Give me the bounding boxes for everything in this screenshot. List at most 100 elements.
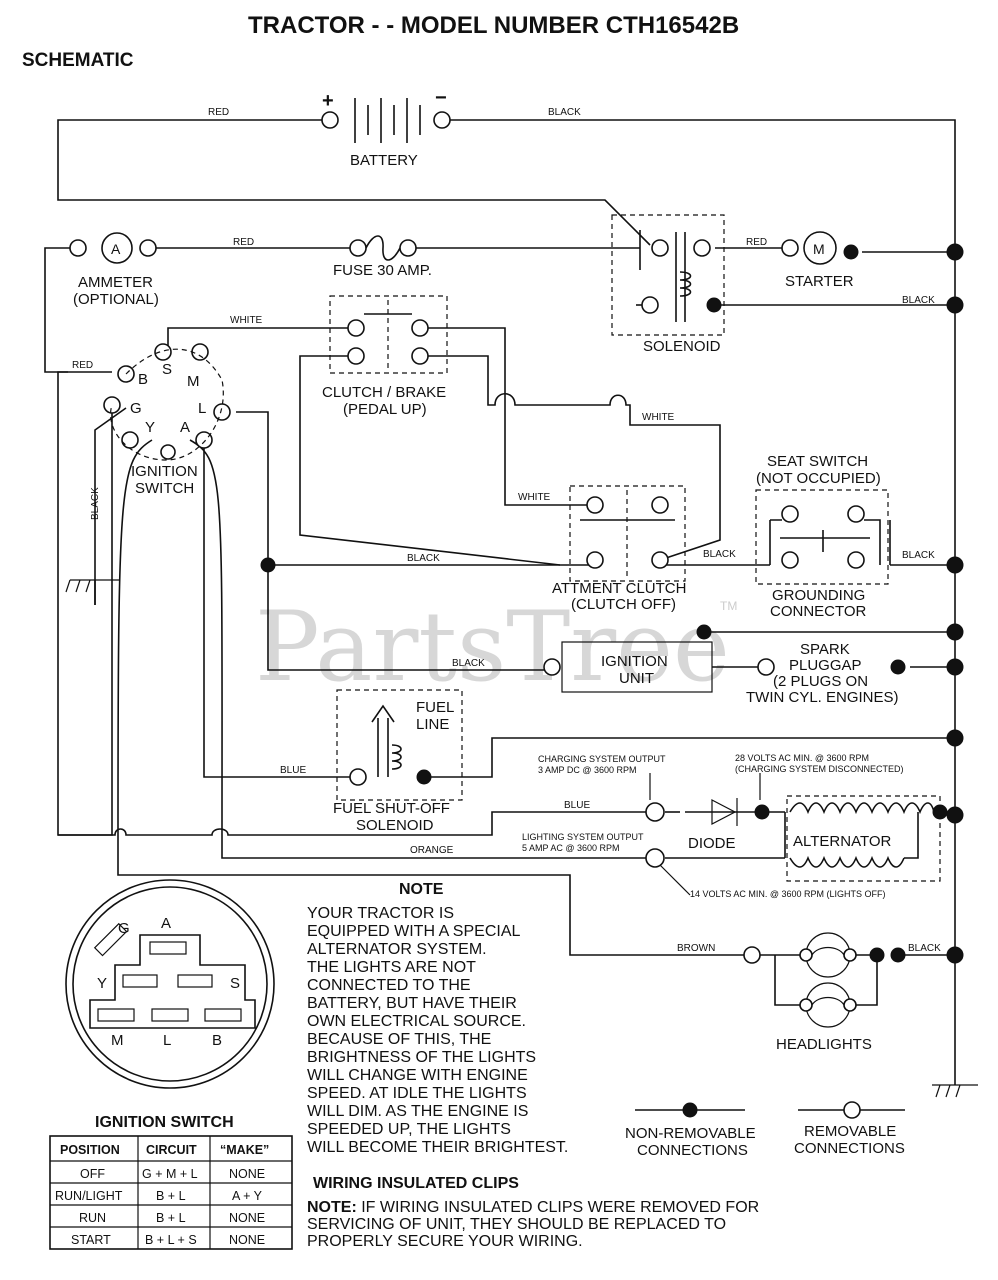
wire-black-vertical: BLACK [90, 487, 101, 520]
dashed-enclosures [329, 214, 941, 882]
ignition-switch-label: IGNITION [131, 463, 198, 480]
note-line: CONNECTED TO THE [307, 977, 471, 994]
watermark: PartsTree [255, 591, 730, 703]
table-header-position: POSITION [60, 1143, 120, 1157]
starter-label: STARTER [785, 273, 854, 290]
battery-plus: + [322, 90, 334, 112]
clips-note-line: SERVICING OF UNIT, THEY SHOULD BE REPLAC… [307, 1216, 726, 1233]
pin-y: Y [145, 419, 155, 436]
headlights: HEADLIGHTS [743, 932, 906, 1053]
wire-blue-fuel: BLUE [280, 765, 306, 776]
spark-note-1: (2 PLUGS ON [773, 673, 868, 690]
table-cell: RUN/LIGHT [55, 1189, 123, 1203]
wire-black-solenoid: BLACK [902, 295, 935, 306]
note-line: YOUR TRACTOR IS [307, 905, 454, 922]
fuel-solenoid-label: FUEL SHUT-OFF [333, 800, 450, 817]
table-cell: G + M + L [142, 1167, 198, 1181]
fuse: FUSE 30 AMP. [333, 235, 432, 279]
wire-black-headlight: BLACK [908, 943, 941, 954]
fuel-line-label: FUEL [416, 699, 454, 716]
pin-b: B [138, 371, 148, 388]
battery-terminal-positive [321, 111, 339, 129]
clutch-brake-switch: CLUTCH / BRAKE (PEDAL UP) [322, 300, 446, 418]
wire-white-attachment: WHITE [518, 492, 551, 503]
note-line: SPEED. AT IDLE THE LIGHTS [307, 1085, 527, 1102]
table-header-make: “MAKE” [220, 1143, 269, 1157]
face-l: L [163, 1032, 171, 1049]
spark-note-2: TWIN CYL. ENGINES) [746, 689, 899, 706]
pin-s: S [162, 361, 172, 378]
clips-note: WIRING INSULATED CLIPS NOTE: IF WIRING I… [307, 1175, 759, 1250]
lighting-output-spec: 5 AMP AC @ 3600 RPM [522, 843, 620, 853]
wire-red-ammeter: RED [233, 237, 254, 248]
ammeter-symbol: A [111, 241, 121, 257]
table-caption: IGNITION SWITCH [95, 1114, 234, 1131]
starter-symbol: M [813, 241, 825, 257]
table-cell: NONE [229, 1211, 265, 1225]
ignition-connector-face: G A Y S M L B [65, 879, 275, 1089]
attachment-clutch-sublabel: (CLUTCH OFF) [571, 596, 676, 613]
table-cell: B + L + S [145, 1233, 197, 1247]
spark-pluggap-label: PLUGGAP [789, 657, 862, 674]
note-line: EQUIPPED WITH A SPECIAL [307, 923, 520, 940]
clips-note-line: NOTE: IF WIRING INSULATED CLIPS WERE REM… [307, 1199, 759, 1216]
legend-nonremovable-sub: CONNECTIONS [637, 1142, 748, 1159]
wire-red-switch: RED [72, 360, 93, 371]
ammeter: A AMMETER (OPTIONAL) [69, 232, 159, 308]
clutch-brake-sublabel: (PEDAL UP) [343, 401, 427, 418]
wire-red-top: RED [208, 107, 229, 118]
battery-minus: − [435, 87, 447, 109]
table-cell: NONE [229, 1167, 265, 1181]
fuel-line-sublabel: LINE [416, 716, 449, 733]
wire-brown: BROWN [677, 943, 715, 954]
face-g: G [118, 920, 130, 937]
note-line: WILL DIM. AS THE ENGINE IS [307, 1103, 528, 1120]
attachment-clutch-label: ATTMENT CLUTCH [552, 580, 686, 597]
face-s: S [230, 975, 240, 992]
battery-label: BATTERY [350, 152, 418, 169]
seat-switch: SEAT SWITCH (NOT OCCUPIED) GROUNDING CON… [756, 453, 881, 620]
seat-switch-sublabel: (NOT OCCUPIED) [756, 470, 881, 487]
battery-terminal-negative [433, 111, 451, 129]
wire-black-attachment: BLACK [703, 549, 736, 560]
ignition-switch-sublabel: SWITCH [135, 480, 194, 497]
note-line: OWN ELECTRICAL SOURCE. [307, 1013, 526, 1030]
volts28-sublabel: (CHARGING SYSTEM DISCONNECTED) [735, 764, 904, 774]
page-subtitle: SCHEMATIC [22, 50, 134, 71]
clips-note-label: NOTE: [307, 1199, 357, 1216]
table-header-circuit: CIRCUIT [146, 1143, 197, 1157]
clips-note-text: IF WIRING INSULATED CLIPS WERE REMOVED F… [357, 1199, 759, 1216]
face-b: B [212, 1032, 222, 1049]
lighting-output-label: LIGHTING SYSTEM OUTPUT [522, 832, 644, 842]
wire-blue-charge: BLUE [564, 800, 590, 811]
charging-system: CHARGING SYSTEM OUTPUT 3 AMP DC @ 3600 R… [522, 753, 904, 899]
face-y: Y [97, 975, 107, 992]
watermark-tm: TM [720, 599, 737, 613]
note-heading: NOTE [399, 881, 444, 898]
starter: M STARTER [781, 231, 859, 290]
fuel-solenoid-sublabel: SOLENOID [356, 817, 434, 834]
wiring [44, 119, 978, 1098]
solenoid: SOLENOID [641, 232, 722, 355]
spark-label: SPARK [800, 641, 850, 658]
table-cell: NONE [229, 1233, 265, 1247]
clutch-brake-label: CLUTCH / BRAKE [322, 384, 446, 401]
clips-heading: WIRING INSULATED CLIPS [313, 1175, 519, 1192]
grounding-connector-label: GROUNDING [772, 587, 865, 604]
note-line: WILL BECOME THEIR BRIGHTEST. [307, 1139, 568, 1156]
charging-output-spec: 3 AMP DC @ 3600 RPM [538, 765, 637, 775]
wire-white-clutch: WHITE [642, 412, 675, 423]
pin-g: G [130, 400, 142, 417]
note-line: WILL CHANGE WITH ENGINE [307, 1067, 528, 1084]
wire-black-ignition: BLACK [452, 658, 485, 669]
table-cell: A + Y [232, 1189, 263, 1203]
note-line: SPEEDED UP, THE LIGHTS [307, 1121, 511, 1138]
alternator-label: ALTERNATOR [793, 833, 892, 850]
face-m: M [111, 1032, 124, 1049]
wire-black-main: BLACK [407, 553, 440, 564]
wire-labels: RED BLACK RED RED BLACK WHITE RED BLACK … [72, 107, 941, 954]
spark-plug: SPARK PLUGGAP (2 PLUGS ON TWIN CYL. ENGI… [746, 641, 906, 706]
wire-black-top: BLACK [548, 107, 581, 118]
table-cell: OFF [80, 1167, 105, 1181]
note-block: NOTE YOUR TRACTOR IS EQUIPPED WITH A SPE… [307, 881, 568, 1156]
